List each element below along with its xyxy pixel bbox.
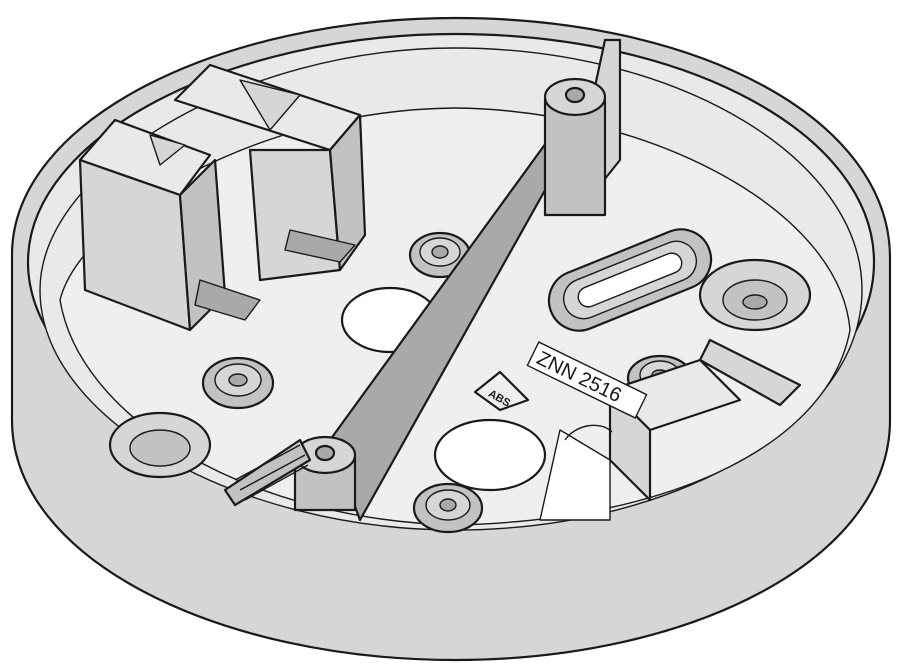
terminal-block-left xyxy=(78,118,261,332)
terminal-clamp-lower-left xyxy=(223,438,312,507)
screw-boss-3 xyxy=(412,482,484,534)
screw-boss-2 xyxy=(201,356,275,410)
rotation-scale-mark xyxy=(564,424,613,441)
terminal-clamp-right xyxy=(539,338,802,521)
mounting-hole-large-lower xyxy=(433,418,547,492)
terminal-block-right xyxy=(173,63,367,282)
cable-slot xyxy=(547,228,713,332)
screw-boss-5 xyxy=(108,411,212,479)
screw-boss-6 xyxy=(698,258,812,332)
divider-wall xyxy=(293,38,622,522)
